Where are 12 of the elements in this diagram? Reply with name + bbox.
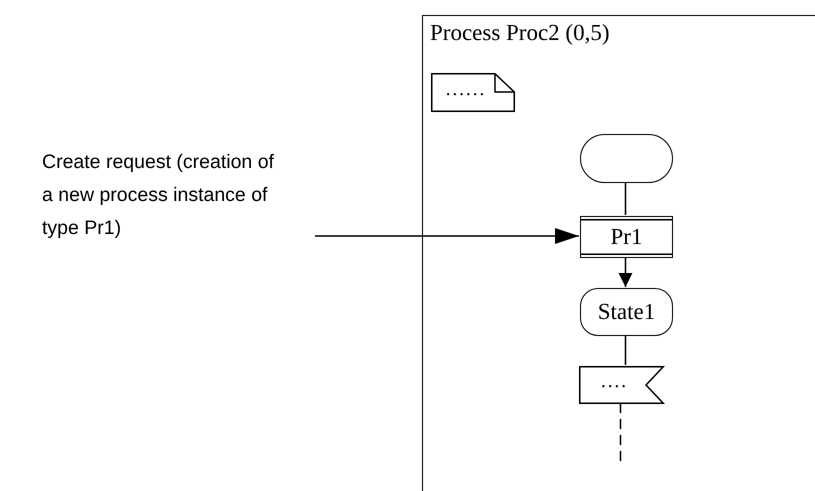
connector-line — [624, 182, 626, 215]
dashed-line — [620, 403, 622, 462]
process-frame — [422, 15, 815, 491]
connector-line — [624, 335, 626, 365]
arrow — [315, 228, 579, 244]
arrow — [618, 257, 632, 287]
create-request-box: Pr1 — [580, 216, 673, 258]
state-symbol: State1 — [580, 288, 673, 336]
process-title: Process Proc2 (0,5) — [430, 20, 610, 46]
start-symbol — [580, 134, 673, 183]
annotation-text: Create request (creation of a new process instance of type Pr1) — [42, 150, 275, 241]
signal-symbol: .... — [579, 366, 664, 404]
